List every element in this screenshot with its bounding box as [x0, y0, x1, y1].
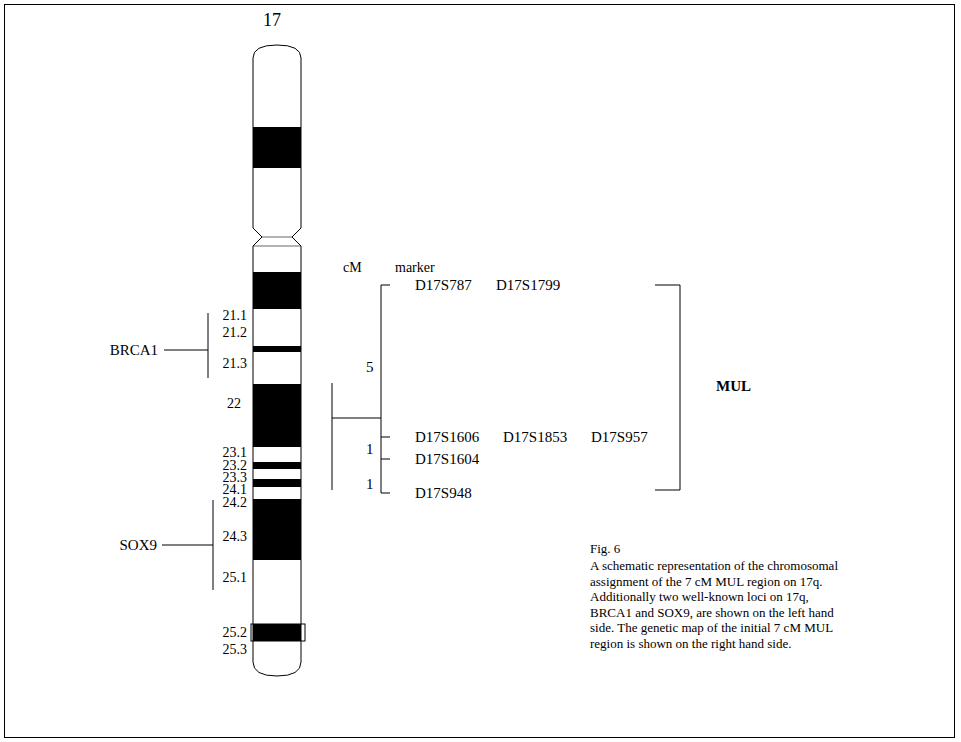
band-label: 23.1 — [223, 446, 248, 460]
band-label: 22 — [227, 397, 241, 411]
locus-name: SOX9 — [119, 538, 157, 553]
marker-name: D17S1604 — [415, 452, 479, 467]
marker-name: D17S1606 — [415, 430, 479, 445]
locus-name: BRCA1 — [110, 343, 158, 358]
genetic-map-line — [381, 285, 390, 493]
band-label: 24.2 — [223, 496, 248, 510]
centromere-line — [262, 237, 292, 238]
locus-bracket — [162, 500, 213, 590]
centromere-line — [253, 246, 301, 247]
marker-name: D17S1799 — [496, 278, 560, 293]
distance-value: 1 — [366, 477, 374, 492]
region-bracket — [332, 383, 381, 490]
chromosome-bands — [250, 127, 305, 641]
band-outline — [251, 624, 305, 641]
locus-bracket — [164, 313, 208, 378]
band-label: 25.3 — [223, 643, 248, 657]
band-label: 25.1 — [223, 571, 248, 585]
band-label: 24.1 — [223, 483, 248, 497]
column-heading: cM — [343, 261, 362, 275]
marker-name: D17S957 — [591, 430, 648, 445]
distance-value: 5 — [366, 360, 374, 375]
figure-number: Fig. 6 — [590, 542, 620, 555]
chromosome-number: 17 — [263, 11, 281, 29]
mul-bracket — [655, 285, 680, 490]
figure-caption: A schematic representation of the chromo… — [590, 558, 852, 651]
band-label: 24.3 — [223, 530, 248, 544]
distance-value: 1 — [366, 442, 374, 457]
band-label: 21.1 — [223, 309, 248, 323]
frame — [5, 5, 955, 738]
band-label: 25.2 — [223, 626, 248, 640]
marker-name: D17S948 — [415, 486, 472, 501]
marker-name: D17S787 — [415, 278, 472, 293]
band-label: 21.3 — [223, 357, 248, 371]
band-label: 21.2 — [223, 326, 248, 340]
column-heading: marker — [395, 261, 435, 275]
marker-name: D17S1853 — [503, 430, 567, 445]
region-name: MUL — [716, 379, 751, 394]
chromosome-outline — [253, 45, 301, 676]
